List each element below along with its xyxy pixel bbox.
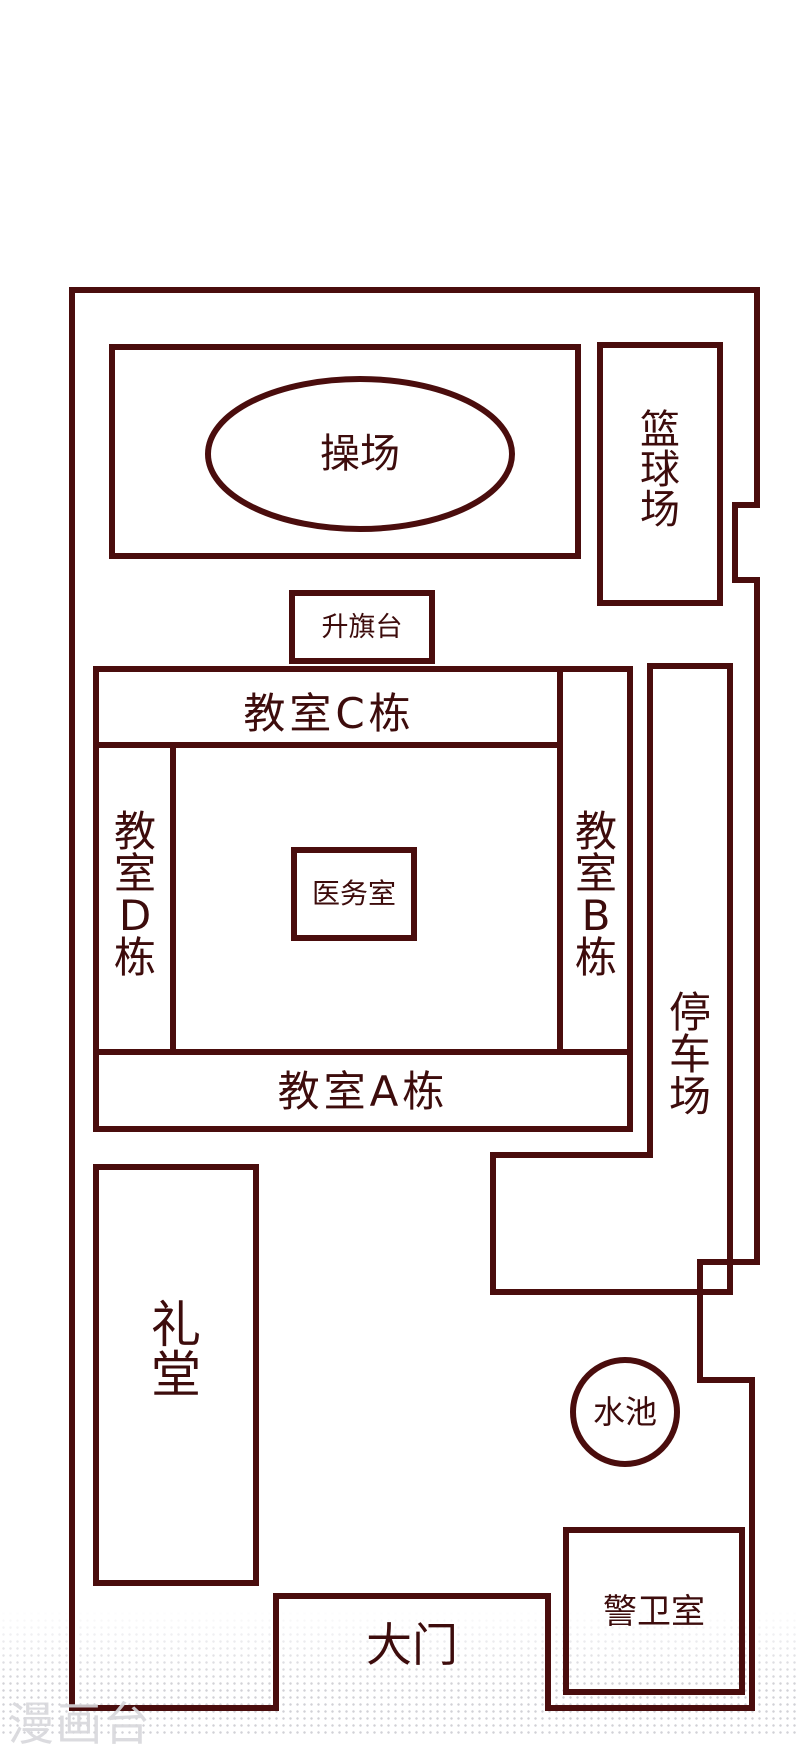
- parking-lot-label: 停 车 场: [668, 988, 711, 1121]
- auditorium: [93, 1164, 259, 1586]
- classroom-b-label: 教 室 B 栋: [574, 807, 617, 982]
- pond-label: 水池: [592, 1393, 657, 1431]
- classroom-a-label: 教室A栋: [277, 1067, 449, 1116]
- clinic: [291, 847, 417, 941]
- flag-platform: [289, 590, 435, 664]
- clinic-label: 医务室: [311, 877, 396, 910]
- classroom-c-label: 教室C栋: [243, 689, 415, 738]
- basketball-court: [597, 342, 723, 606]
- guard-room: [563, 1527, 745, 1695]
- watermark: 漫画台: [8, 1697, 152, 1751]
- playground-field: [109, 344, 581, 559]
- basketball-court-label: 篮 球 场: [640, 407, 680, 533]
- main-gate-label: 大门: [366, 1618, 458, 1672]
- playground-label: 操场: [320, 431, 400, 477]
- flag-platform-label: 升旗台: [321, 611, 403, 643]
- guard-room-label: 警卫室: [603, 1592, 705, 1632]
- classroom-block: [93, 666, 633, 1132]
- classroom-d-label: 教 室 D 栋: [113, 807, 156, 982]
- playground-track: [205, 376, 515, 532]
- halftone-background: [0, 1610, 800, 1734]
- pond: [570, 1357, 680, 1467]
- parking-lot: [490, 663, 733, 1295]
- outer-wall: [69, 287, 760, 1711]
- auditorium-label: 礼 堂: [151, 1296, 201, 1404]
